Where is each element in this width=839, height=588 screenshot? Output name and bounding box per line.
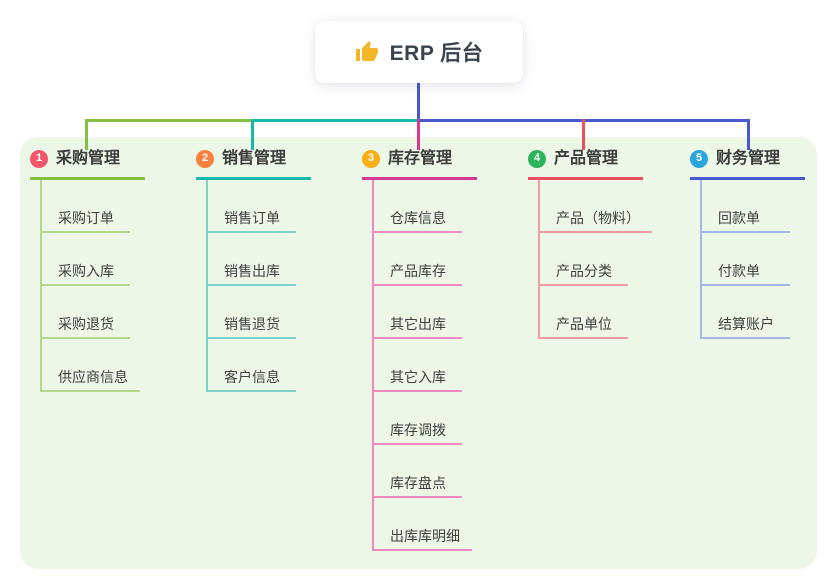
root-trunk-line [417,83,420,122]
child-node-label: 库存盘点 [390,475,446,491]
child-node[interactable]: 回款单 [702,180,790,233]
child-node-label: 采购入库 [58,263,114,279]
child-node[interactable]: 销售订单 [208,180,296,233]
child-node-label: 销售出库 [224,263,280,279]
child-node-label: 产品单位 [556,316,612,332]
branch-label: 采购管理 [56,150,121,167]
child-node[interactable]: 销售退货 [208,286,296,339]
child-node[interactable]: 产品分类 [540,233,628,286]
branch-column-inventory: 3 库存管理仓库信息产品库存其它出库其它入库库存调拨库存盘点出库库明细 [362,148,477,551]
child-node[interactable]: 采购入库 [42,233,130,286]
child-node[interactable]: 库存盘点 [374,445,462,498]
branch-label: 产品管理 [554,150,619,167]
branch-label: 销售管理 [222,150,287,167]
child-node-label: 销售订单 [224,210,280,226]
child-node-label: 回款单 [718,210,760,226]
child-node[interactable]: 其它入库 [374,339,462,392]
child-node[interactable]: 结算账户 [702,286,790,339]
branch-drop-line-inventory [417,119,420,150]
child-node-label: 其它入库 [390,369,446,385]
child-node[interactable]: 产品（物料） [540,180,652,233]
branch-children-product: 产品（物料） 产品分类产品单位 [538,180,652,339]
child-node[interactable]: 仓库信息 [374,180,462,233]
branch-title-procurement[interactable]: 1 采购管理 [30,148,145,180]
branch-drop-line-sales [251,119,254,150]
child-node[interactable]: 产品库存 [374,233,462,286]
rail-segment-green [85,119,251,122]
branch-column-finance: 5 财务管理回款单付款单结算账户 [690,148,805,339]
child-node-label: 付款单 [718,263,760,279]
child-node-label: 产品库存 [390,263,446,279]
child-node-label: 仓库信息 [390,210,446,226]
thumbs-up-icon [355,40,379,64]
child-node[interactable]: 库存调拨 [374,392,462,445]
child-node-label: 其它出库 [390,316,446,332]
child-node-label: 供应商信息 [58,369,128,385]
branch-children-finance: 回款单付款单结算账户 [700,180,790,339]
branch-label: 财务管理 [716,150,781,167]
child-node-label: 结算账户 [718,316,774,332]
child-node-label: 产品（物料） [556,210,640,226]
branch-number-badge: 2 [196,149,214,168]
branch-title-finance[interactable]: 5 财务管理 [690,148,805,180]
child-node[interactable]: 其它出库 [374,286,462,339]
branch-drop-line-product [582,119,585,150]
branch-drop-line-finance [747,119,750,150]
child-node[interactable]: 供应商信息 [42,339,140,392]
branch-children-procurement: 采购订单采购入库采购退货供应商信息 [40,180,140,392]
child-node-label: 采购订单 [58,210,114,226]
branch-title-inventory[interactable]: 3 库存管理 [362,148,477,180]
branch-children-sales: 销售订单销售出库销售退货客户信息 [206,180,296,392]
child-node-label: 产品分类 [556,263,612,279]
root-label: ERP 后台 [389,42,484,65]
child-node[interactable]: 采购订单 [42,180,130,233]
child-node-label: 出库库明细 [390,528,460,544]
child-node[interactable]: 出库库明细 [374,498,472,551]
branch-column-sales: 2 销售管理销售订单销售出库销售退货客户信息 [196,148,311,392]
child-node[interactable]: 采购退货 [42,286,130,339]
rail-segment-teal [251,119,417,122]
branch-title-product[interactable]: 4 产品管理 [528,148,643,180]
child-node-label: 销售退货 [224,316,280,332]
branch-column-product: 4 产品管理产品（物料） 产品分类产品单位 [528,148,652,339]
branch-title-sales[interactable]: 2 销售管理 [196,148,311,180]
branch-number-badge: 1 [30,149,48,168]
branch-number-badge: 5 [690,149,708,168]
branch-drop-line-procurement [85,119,88,150]
child-node[interactable]: 产品单位 [540,286,628,339]
branch-column-procurement: 1 采购管理采购订单采购入库采购退货供应商信息 [30,148,145,392]
child-node[interactable]: 客户信息 [208,339,296,392]
branch-children-inventory: 仓库信息产品库存其它出库其它入库库存调拨库存盘点出库库明细 [372,180,472,551]
branch-number-badge: 4 [528,149,546,168]
branch-number-badge: 3 [362,149,380,168]
branch-label: 库存管理 [388,150,453,167]
child-node-label: 客户信息 [224,369,280,385]
child-node-label: 采购退货 [58,316,114,332]
root-node[interactable]: ERP 后台 [315,21,523,83]
child-node[interactable]: 销售出库 [208,233,296,286]
child-node-label: 库存调拨 [390,422,446,438]
child-node[interactable]: 付款单 [702,233,790,286]
